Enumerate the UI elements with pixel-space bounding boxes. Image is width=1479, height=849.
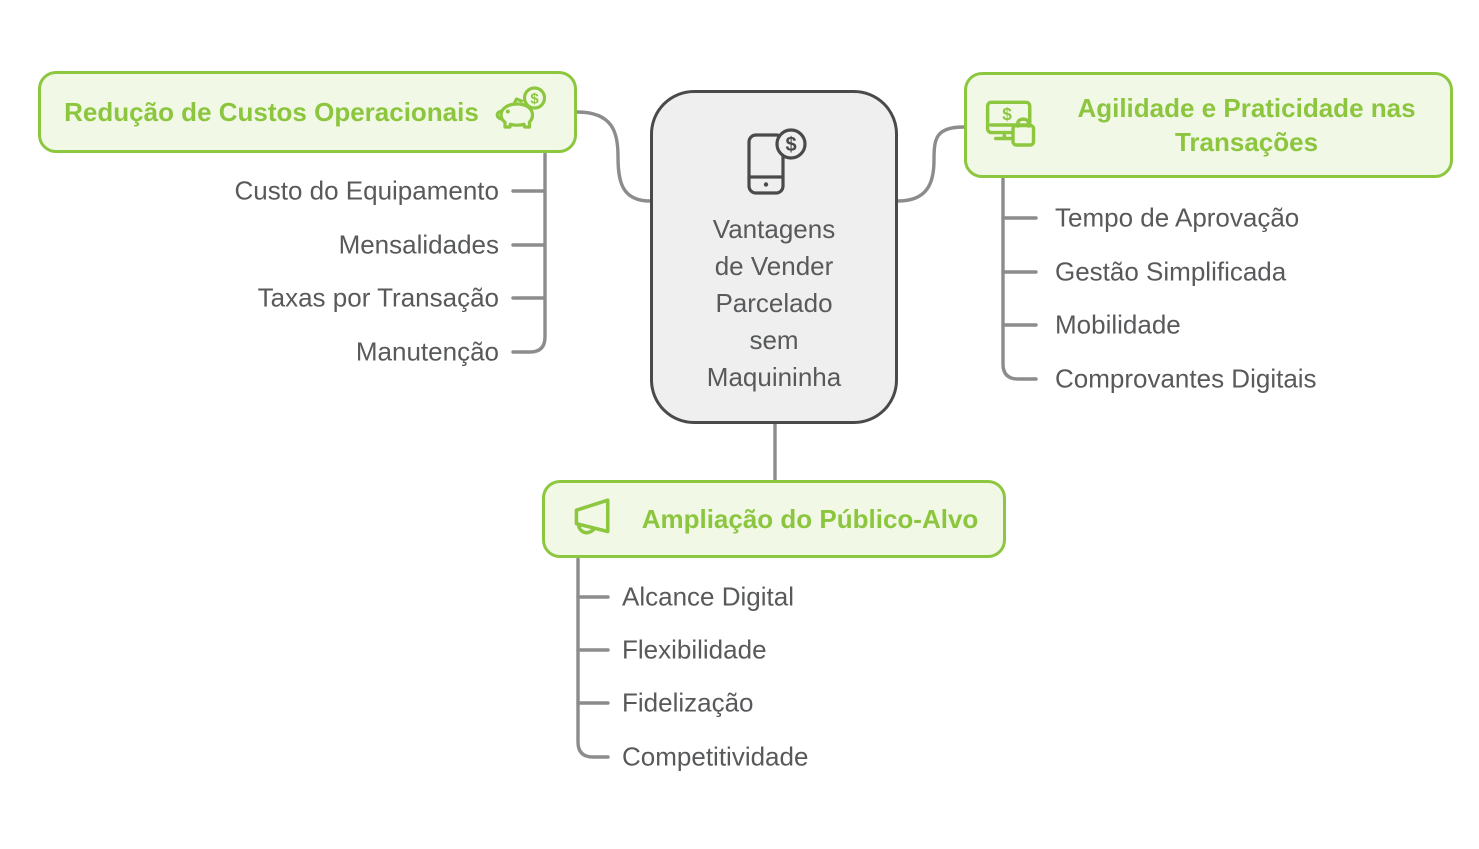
leaf-taxas-por-transacao[interactable]: Taxas por Transação [257,282,499,313]
leaf-alcance-digital[interactable]: Alcance Digital [622,581,794,612]
left-branch-spine [511,152,547,354]
bottom-branch-spine [576,557,610,759]
central-node-title: Vantagens de Vender Parcelado sem Maquin… [706,214,842,392]
leaf-gestao-simplificada[interactable]: Gestão Simplificada [1055,256,1287,287]
leaf-mensalidades[interactable]: Mensalidades [338,229,499,260]
leaf-fidelizacao[interactable]: Fidelização [622,687,754,718]
piggy-bank-coin-icon: $ [495,86,546,129]
branch-node-reducao-de-custos[interactable]: Redução de Custos Operacionais $ [38,71,577,153]
leaf-mobilidade[interactable]: Mobilidade [1055,309,1181,340]
leaf-flexibilidade[interactable]: Flexibilidade [622,634,767,665]
leaf-comprovantes-digitais[interactable]: Comprovantes Digitais [1055,363,1317,394]
right-branch-spine [1001,177,1038,381]
branch-title: Ampliação do Público-Alvo [641,503,979,534]
branch-title: Redução de Custos Operacionais [64,96,479,127]
connector-center-to-right [896,125,966,203]
branch-node-agilidade-praticidade[interactable]: $ Agilidade e Praticidade nas Transações [964,72,1453,178]
leaf-tempo-de-aprovacao[interactable]: Tempo de Aprovação [1055,202,1300,233]
megaphone-icon [574,498,610,535]
smartphone-dollar-icon: $ [747,128,807,195]
svg-text:$: $ [785,134,796,156]
leaf-custo-do-equipamento[interactable]: Custo do Equipamento [234,175,499,206]
branch-node-ampliacao-publico-alvo[interactable]: Ampliação do Público-Alvo [542,480,1006,558]
connector-center-to-left [575,110,652,203]
leaf-manutencao[interactable]: Manutenção [355,336,499,367]
monitor-dollar-shopping-bag-icon: $ [985,100,1036,147]
branch-title: Agilidade e Praticidade nas Transações [1077,93,1416,157]
svg-text:$: $ [530,91,539,108]
leaf-competitividade[interactable]: Competitividade [622,741,809,772]
svg-text:$: $ [1002,104,1012,124]
central-node[interactable]: $ Vantagens de Vender Parcelado sem Maqu… [650,90,898,424]
